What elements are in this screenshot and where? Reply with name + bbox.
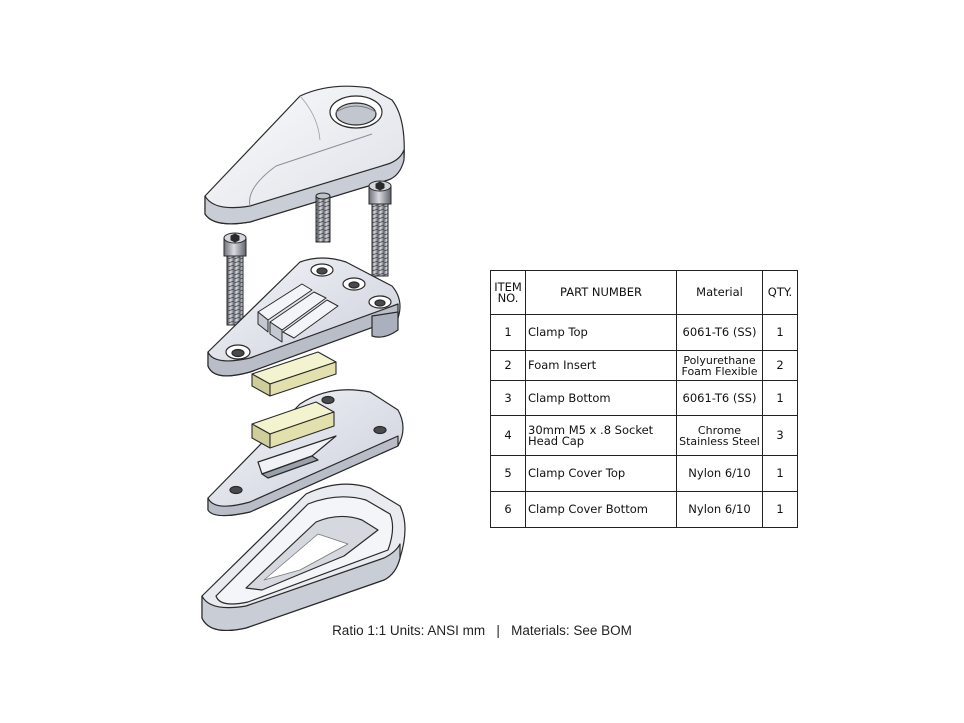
bom-item-number: 2 <box>490 350 526 381</box>
bom-part-number: Clamp Cover Bottom <box>525 491 677 528</box>
bom-item-number: 6 <box>490 491 526 528</box>
bom-header-item: ITEM NO. <box>490 270 526 315</box>
bom-material: Polyurethane Foam Flexible <box>676 350 763 381</box>
bom-row: 5 Clamp Cover Top Nylon 6/10 1 <box>490 455 798 492</box>
bom-qty: 2 <box>762 350 798 381</box>
clamp-top-part <box>207 257 401 377</box>
bom-material: Nylon 6/10 <box>676 491 763 528</box>
bom-item-number: 1 <box>490 314 526 351</box>
bom-part-number: Clamp Cover Top <box>525 455 677 492</box>
bom-item-number: 5 <box>490 455 526 492</box>
bom-row: 4 30mm M5 x .8 Socket Head Cap Chrome St… <box>490 415 798 456</box>
bom-row: 1 Clamp Top 6061-T6 (SS) 1 <box>490 314 798 351</box>
socket-head-screw-right <box>368 180 392 277</box>
bom-header-material: Material <box>676 270 763 315</box>
socket-head-screw-middle <box>315 192 331 243</box>
bom-row: 6 Clamp Cover Bottom Nylon 6/10 1 <box>490 491 798 528</box>
bom-part-number: Clamp Bottom <box>525 380 677 416</box>
clamp-cover-bottom-part <box>201 483 406 631</box>
foam-insert-upper <box>251 351 337 397</box>
bom-material: Chrome Stainless Steel <box>676 415 763 456</box>
bom-header-row: ITEM NO. PART NUMBER Material QTY. <box>490 270 798 315</box>
clamp-cover-top-part <box>204 85 405 225</box>
bom-qty: 1 <box>762 455 798 492</box>
foam-insert-lower <box>251 401 335 449</box>
bom-row: 2 Foam Insert Polyurethane Foam Flexible… <box>490 350 798 381</box>
bom-qty: 1 <box>762 491 798 528</box>
bom-qty: 1 <box>762 380 798 416</box>
bom-part-number: 30mm M5 x .8 Socket Head Cap <box>525 415 677 456</box>
bom-item-number: 4 <box>490 415 526 456</box>
bom-header-qty: QTY. <box>762 270 798 315</box>
bom-item-number: 3 <box>490 380 526 416</box>
bom-part-number: Foam Insert <box>525 350 677 381</box>
bill-of-materials-table: ITEM NO. PART NUMBER Material QTY. 1 Cla… <box>490 270 798 528</box>
bom-row: 3 Clamp Bottom 6061-T6 (SS) 1 <box>490 380 798 416</box>
bom-part-number: Clamp Top <box>525 314 677 351</box>
socket-head-screw-left <box>223 232 247 326</box>
bom-material: 6061-T6 (SS) <box>676 380 763 416</box>
clamp-bottom-part <box>207 389 404 517</box>
bom-header-part: PART NUMBER <box>525 270 677 315</box>
bom-qty: 1 <box>762 314 798 351</box>
bom-material: Nylon 6/10 <box>676 455 763 492</box>
bom-qty: 3 <box>762 415 798 456</box>
drawing-caption: Ratio 1:1 Units: ANSI mm | Materials: Se… <box>332 623 632 638</box>
bom-material: 6061-T6 (SS) <box>676 314 763 351</box>
